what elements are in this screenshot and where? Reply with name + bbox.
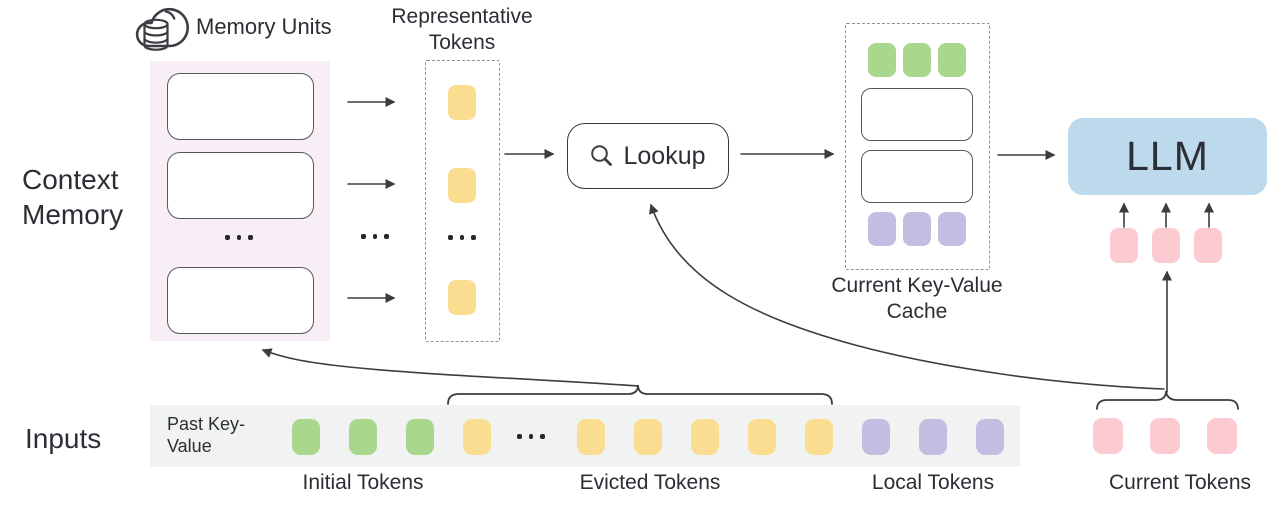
local-tokens: [862, 419, 1004, 455]
current-kv-cache-label: Current Key-Value Cache: [831, 274, 1003, 323]
token-yellow: [577, 419, 605, 455]
token-purple: [938, 212, 966, 246]
token-purple: [903, 212, 931, 246]
gap-ellipsis: ...: [355, 234, 395, 239]
token-yellow: [634, 419, 662, 455]
representative-token: [448, 280, 476, 315]
initial-tokens-label: Initial Tokens: [302, 471, 424, 494]
llm-box: LLM: [1068, 118, 1267, 195]
current-tokens-brace: [1096, 390, 1239, 410]
token-pink: [1150, 418, 1180, 454]
token-purple: [868, 212, 896, 246]
inputs-label: Inputs: [25, 423, 102, 454]
lookup-label: Lookup: [623, 141, 706, 170]
current-tokens-label: Current Tokens: [1108, 471, 1252, 494]
token-purple: [862, 419, 890, 455]
token-pink: [1110, 228, 1138, 263]
current-tokens: [1093, 418, 1237, 454]
token-pink: [1093, 418, 1123, 454]
token-yellow: [448, 168, 476, 203]
context-memory-label: Context Memory: [22, 164, 124, 230]
token-pink: [1194, 228, 1222, 263]
cache-row-memory-unit: [861, 88, 973, 141]
past-kv-label: Past Key-Value: [167, 414, 246, 456]
initial-tokens: [292, 419, 434, 455]
token-yellow: [463, 419, 491, 455]
representative-token: [448, 85, 476, 120]
token-yellow: [805, 419, 833, 455]
representative-ellipsis: ...: [442, 235, 482, 240]
token-yellow: [748, 419, 776, 455]
token-green: [406, 419, 434, 455]
arrow-evicted-to-memory-curve: [261, 348, 639, 387]
memory-units-label: Memory Units: [196, 14, 332, 39]
token-green: [903, 43, 931, 77]
magnifier-icon: [590, 144, 614, 168]
token-green: [349, 419, 377, 455]
evicted-tokens-right: [577, 419, 833, 455]
cache-row-memory-unit: [861, 150, 973, 203]
evicted-tokens-label: Evicted Tokens: [579, 471, 721, 494]
evicted-tokens-left: [463, 419, 491, 455]
token-green: [868, 43, 896, 77]
memory-unit: [167, 267, 314, 334]
representative-tokens-box: [425, 60, 500, 342]
memory-unit: [167, 152, 314, 219]
memory-panel-ellipsis: ...: [219, 235, 259, 240]
memory-unit: [167, 73, 314, 140]
token-purple: [919, 419, 947, 455]
local-tokens-label: Local Tokens: [871, 471, 995, 494]
token-pink: [1207, 418, 1237, 454]
llm-input-tokens: [1110, 228, 1222, 263]
cloud-database-icon: [130, 0, 190, 56]
token-purple: [976, 419, 1004, 455]
evicted-tokens-brace: [447, 384, 833, 405]
token-green: [938, 43, 966, 77]
band-ellipsis: ...: [511, 434, 551, 439]
token-pink: [1152, 228, 1180, 263]
token-green: [292, 419, 320, 455]
representative-tokens-title: Representative Tokens: [391, 5, 533, 54]
token-yellow: [448, 85, 476, 120]
cache-row-initial: [868, 43, 966, 77]
llm-label: LLM: [1126, 133, 1209, 179]
token-yellow: [448, 280, 476, 315]
representative-token: [448, 168, 476, 203]
cache-row-local: [868, 212, 966, 246]
token-yellow: [691, 419, 719, 455]
lookup-button: Lookup: [567, 123, 729, 189]
